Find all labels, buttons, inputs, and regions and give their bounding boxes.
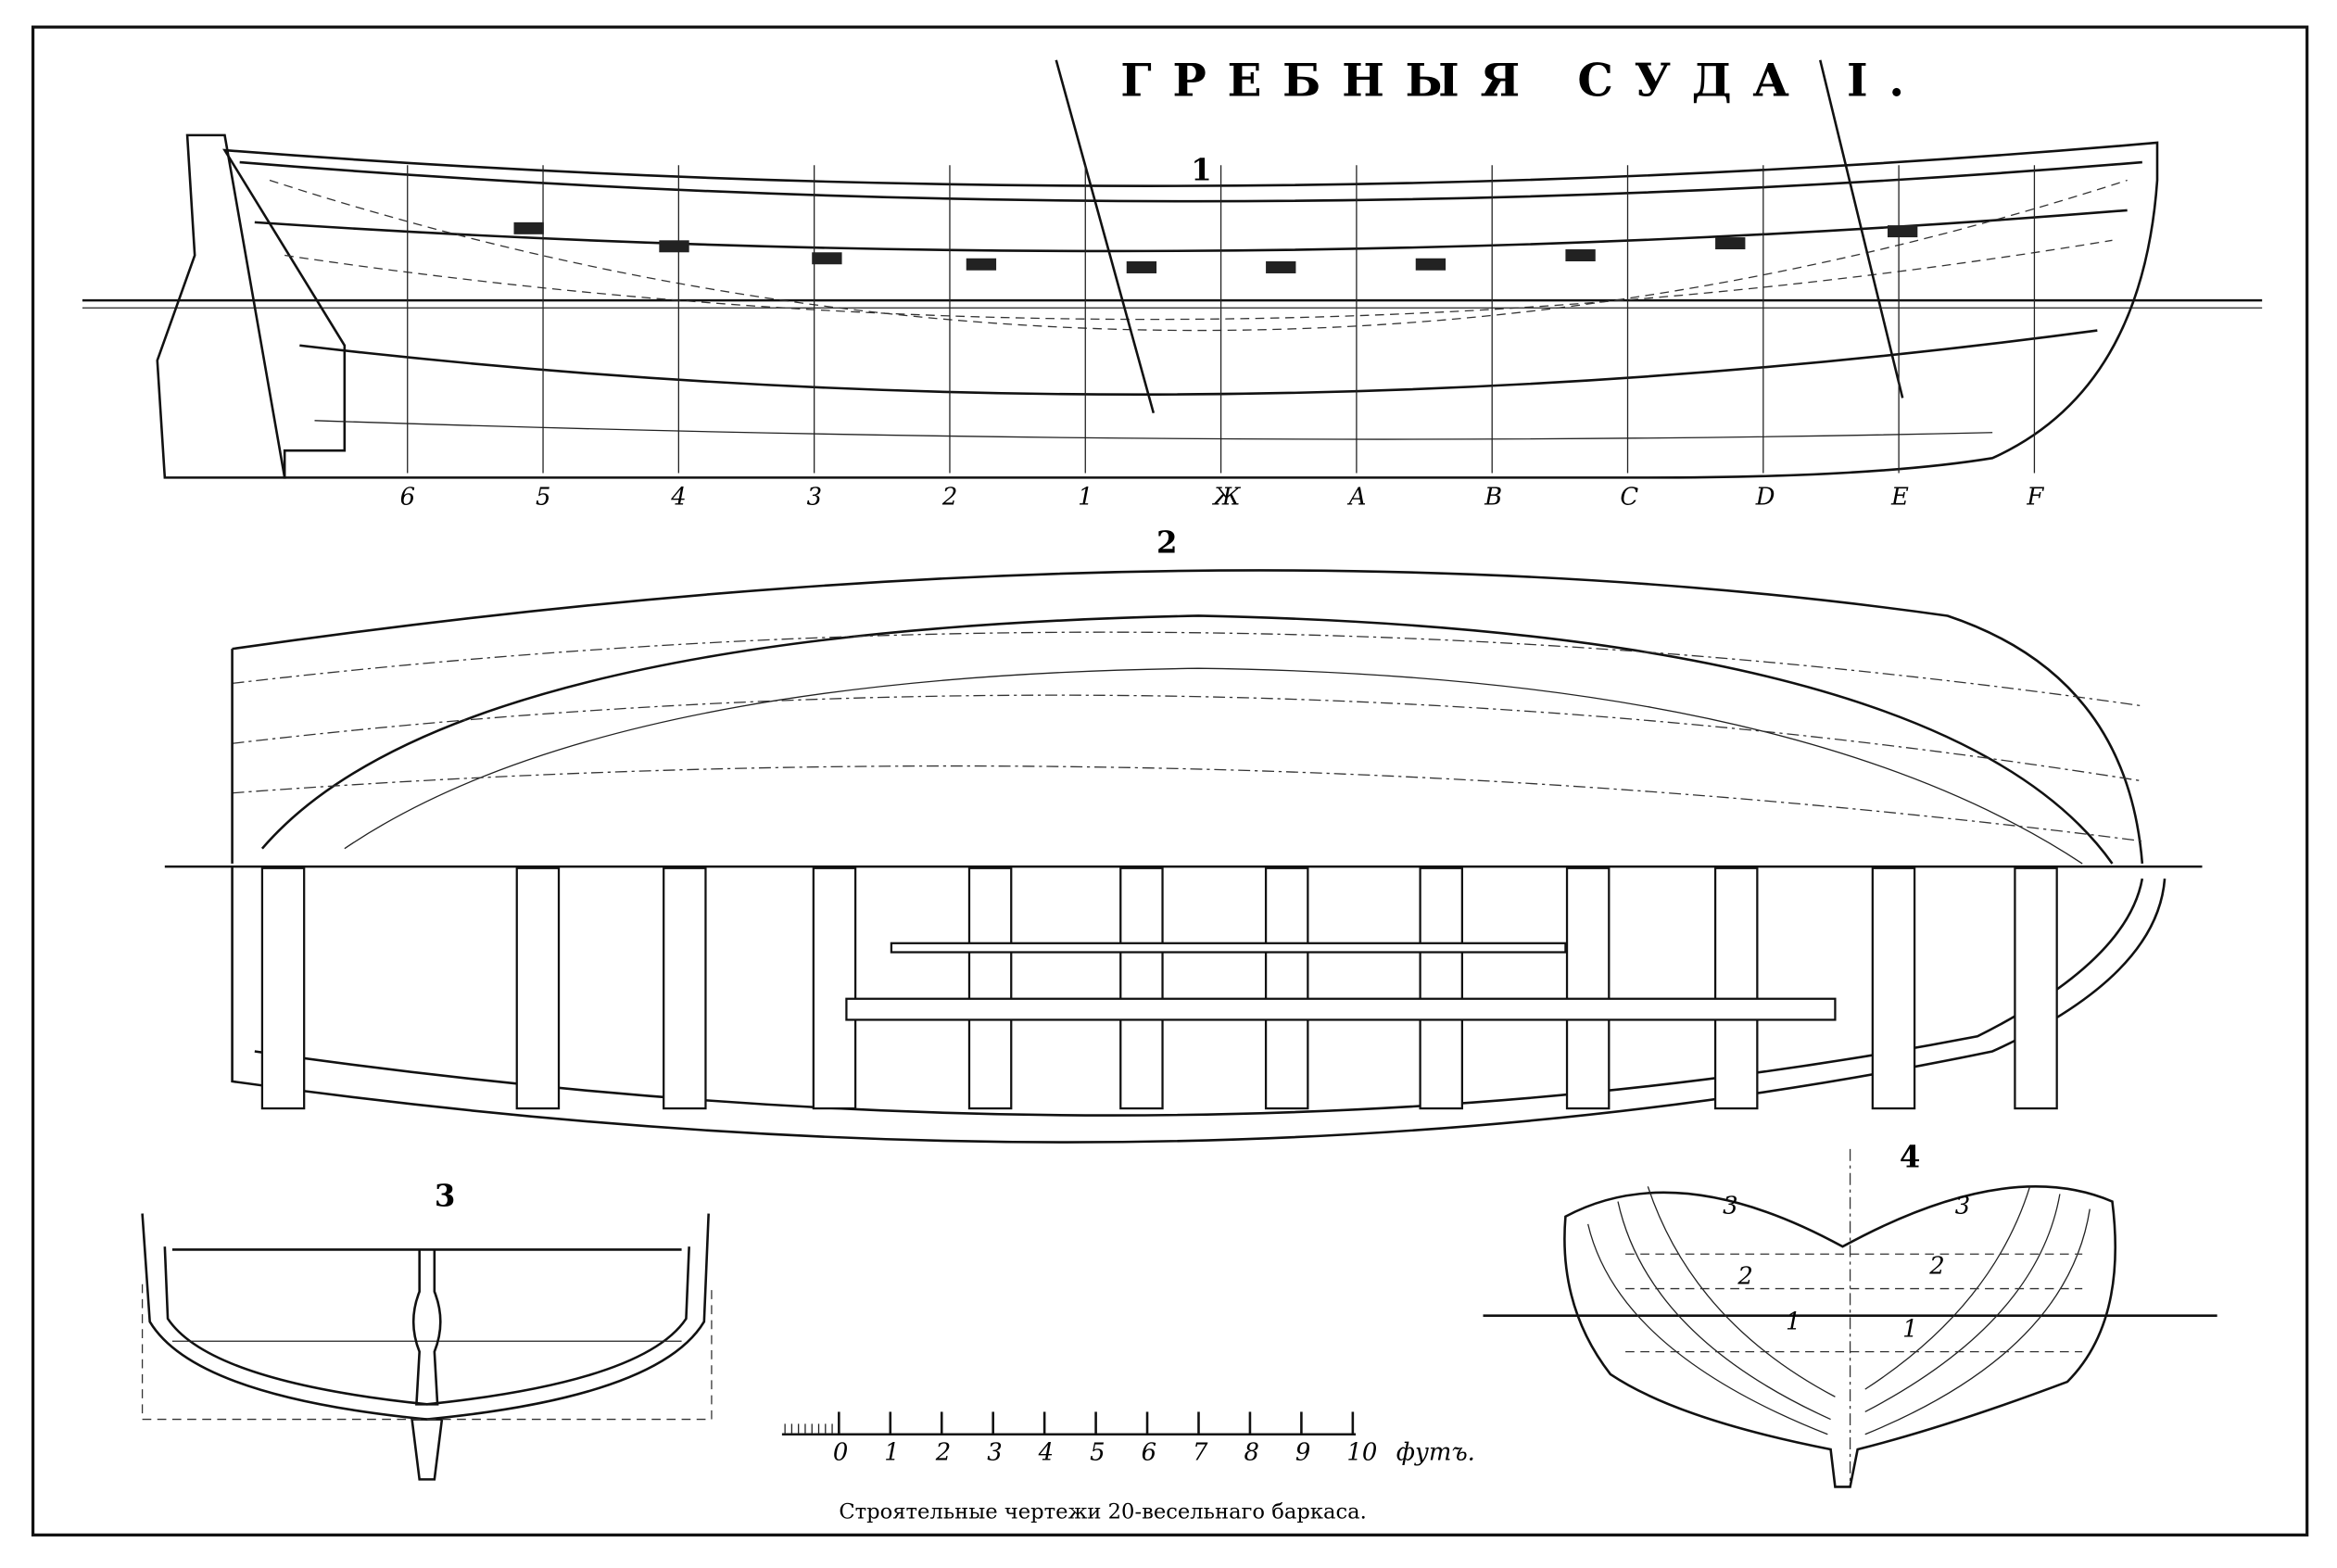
scale-tick-label: 0 bbox=[833, 1438, 848, 1466]
body-label: 1 bbox=[1786, 1308, 1800, 1335]
scale-unit: футъ. bbox=[1396, 1438, 1475, 1466]
thwart bbox=[663, 866, 707, 1110]
station-label: 3 bbox=[807, 484, 822, 512]
scale-bar: 0 1 2 3 4 5 6 7 8 9 10 футъ. bbox=[781, 1411, 1475, 1466]
station-label: D bbox=[1755, 484, 1775, 512]
figure-2-plan: 2 bbox=[164, 525, 2203, 1144]
thwart bbox=[1419, 866, 1463, 1110]
body-label: 2 bbox=[1928, 1252, 1944, 1280]
body-label: 1 bbox=[1902, 1315, 1917, 1343]
keel bbox=[411, 1418, 444, 1481]
scale-tick-label: 7 bbox=[1193, 1438, 1208, 1466]
caption: Строятельные чертежи 20-весельнаго барка… bbox=[839, 1499, 1366, 1524]
figure-3-section: 3 bbox=[141, 1178, 713, 1481]
thwart bbox=[1871, 866, 1916, 1110]
scale-tick-label: 6 bbox=[1142, 1438, 1156, 1466]
station-label: C bbox=[1620, 484, 1638, 512]
plate-border bbox=[31, 25, 2309, 1536]
station-label: B bbox=[1484, 484, 1502, 512]
oar-left bbox=[1055, 59, 1156, 414]
station-label: Ж bbox=[1212, 484, 1242, 512]
station-label: 4 bbox=[670, 484, 686, 512]
thwart bbox=[812, 866, 857, 1110]
body-label: 3 bbox=[1723, 1192, 1737, 1220]
figure-number-1: 1 bbox=[1191, 152, 1212, 187]
scale-tick-label: 3 bbox=[987, 1438, 1002, 1466]
scale-tick-label: 8 bbox=[1244, 1438, 1258, 1466]
scale-tick-label: 5 bbox=[1090, 1438, 1105, 1466]
oar-lower bbox=[845, 997, 1837, 1021]
plan-outline-bottom bbox=[231, 866, 2166, 1144]
scale-tick-label: 1 bbox=[884, 1438, 899, 1466]
scale-tick-label: 4 bbox=[1038, 1438, 1054, 1466]
thole-pins bbox=[513, 221, 1918, 273]
body-plan-outline bbox=[1563, 1185, 2117, 1488]
thwart bbox=[1264, 866, 1309, 1110]
thwart bbox=[515, 866, 561, 1110]
plate-title: ГРЕБНЫЯ СУДА I. bbox=[1120, 55, 1926, 107]
figure-4-body-plan: 4 3 2 1 3 2 1 bbox=[1483, 1139, 2217, 1488]
rudder bbox=[156, 133, 286, 479]
station-label: 6 bbox=[400, 484, 415, 512]
figure-number-2: 2 bbox=[1156, 525, 1178, 560]
thwart bbox=[967, 866, 1013, 1110]
thwart bbox=[1119, 866, 1164, 1110]
scale-tick-label: 10 bbox=[1346, 1438, 1377, 1466]
plan-outline-top bbox=[232, 569, 2144, 865]
oar-right bbox=[1818, 59, 1904, 398]
scale-tick-label: 2 bbox=[935, 1438, 951, 1466]
hull-outline bbox=[222, 141, 2159, 479]
body-label: 2 bbox=[1737, 1263, 1752, 1291]
station-label: A bbox=[1347, 484, 1367, 512]
figure-number-3: 3 bbox=[435, 1178, 456, 1213]
oar-upper bbox=[890, 942, 1567, 954]
thwart bbox=[2014, 866, 2058, 1110]
station-label: 2 bbox=[941, 484, 957, 512]
station-label: 1 bbox=[1078, 484, 1093, 512]
thwart bbox=[1565, 866, 1611, 1110]
thwart bbox=[260, 866, 306, 1110]
station-label: F bbox=[2026, 484, 2044, 512]
body-label: 3 bbox=[1955, 1192, 1970, 1220]
stanchion bbox=[411, 1249, 442, 1406]
section-hull bbox=[141, 1213, 710, 1421]
scale-tick-label: 9 bbox=[1295, 1438, 1310, 1466]
figure-number-4: 4 bbox=[1900, 1139, 1921, 1174]
thwart bbox=[1713, 866, 1759, 1110]
station-label: 5 bbox=[536, 484, 550, 512]
station-label: E bbox=[1890, 484, 1909, 512]
